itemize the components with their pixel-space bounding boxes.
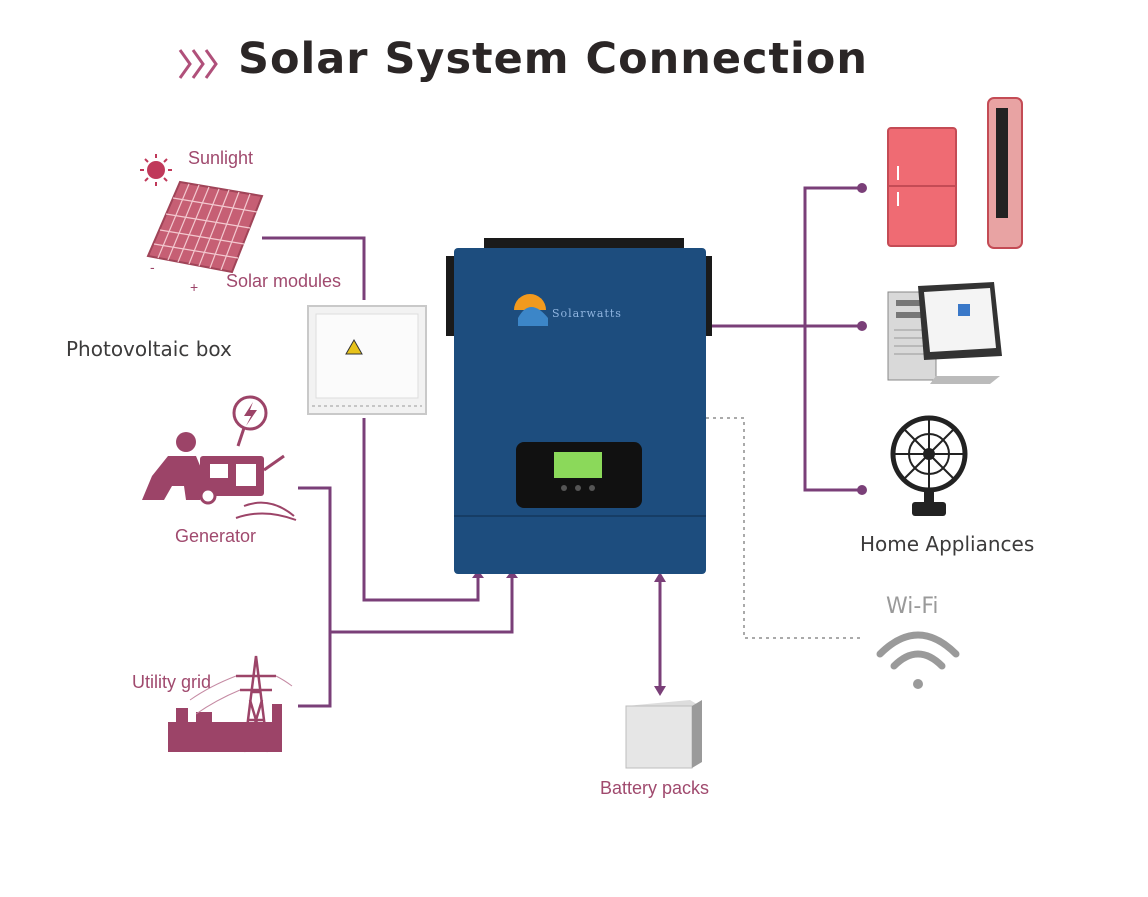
battery-packs-label: Battery packs — [600, 778, 710, 798]
solar-panel-icon: - + — [146, 180, 264, 295]
wifi-icon — [876, 631, 960, 689]
lightning-icon — [232, 395, 268, 447]
sun-icon — [140, 154, 172, 186]
line-appliance-bus — [803, 186, 862, 492]
pylon-icon — [168, 655, 293, 753]
computer-icon — [887, 282, 1002, 384]
pv-box-icon — [307, 305, 427, 415]
photovoltaic-box-label: Photovoltaic box — [66, 337, 232, 361]
svg-text:+: + — [190, 279, 198, 295]
fridge-icon — [887, 97, 1023, 249]
generator-label: Generator — [175, 526, 257, 546]
utility-grid-label: Utility grid — [132, 672, 212, 692]
home-appliances-label: Home Appliances — [860, 532, 1035, 556]
sunlight-label: Sunlight — [188, 148, 254, 168]
line-generator-grid — [298, 486, 332, 708]
battery-icon — [625, 700, 702, 769]
generator-icon — [142, 432, 297, 521]
inverter-brand-logo: Solarwatts — [552, 307, 622, 320]
fan-icon — [890, 415, 968, 516]
wifi-label: Wi-Fi — [886, 594, 939, 619]
line-grid-to-inverter — [330, 576, 514, 634]
chevrons-icon — [178, 49, 218, 79]
line-box-to-inverter — [362, 418, 480, 602]
wifi-dotted-line — [706, 417, 860, 639]
inverter-unit — [446, 238, 712, 574]
connection-lines — [262, 186, 862, 708]
line-panel-to-box — [262, 236, 366, 300]
page-title: Solar System Connection — [238, 34, 868, 84]
svg-text:-: - — [150, 259, 155, 275]
solar-modules-label: Solar modules — [226, 271, 342, 291]
